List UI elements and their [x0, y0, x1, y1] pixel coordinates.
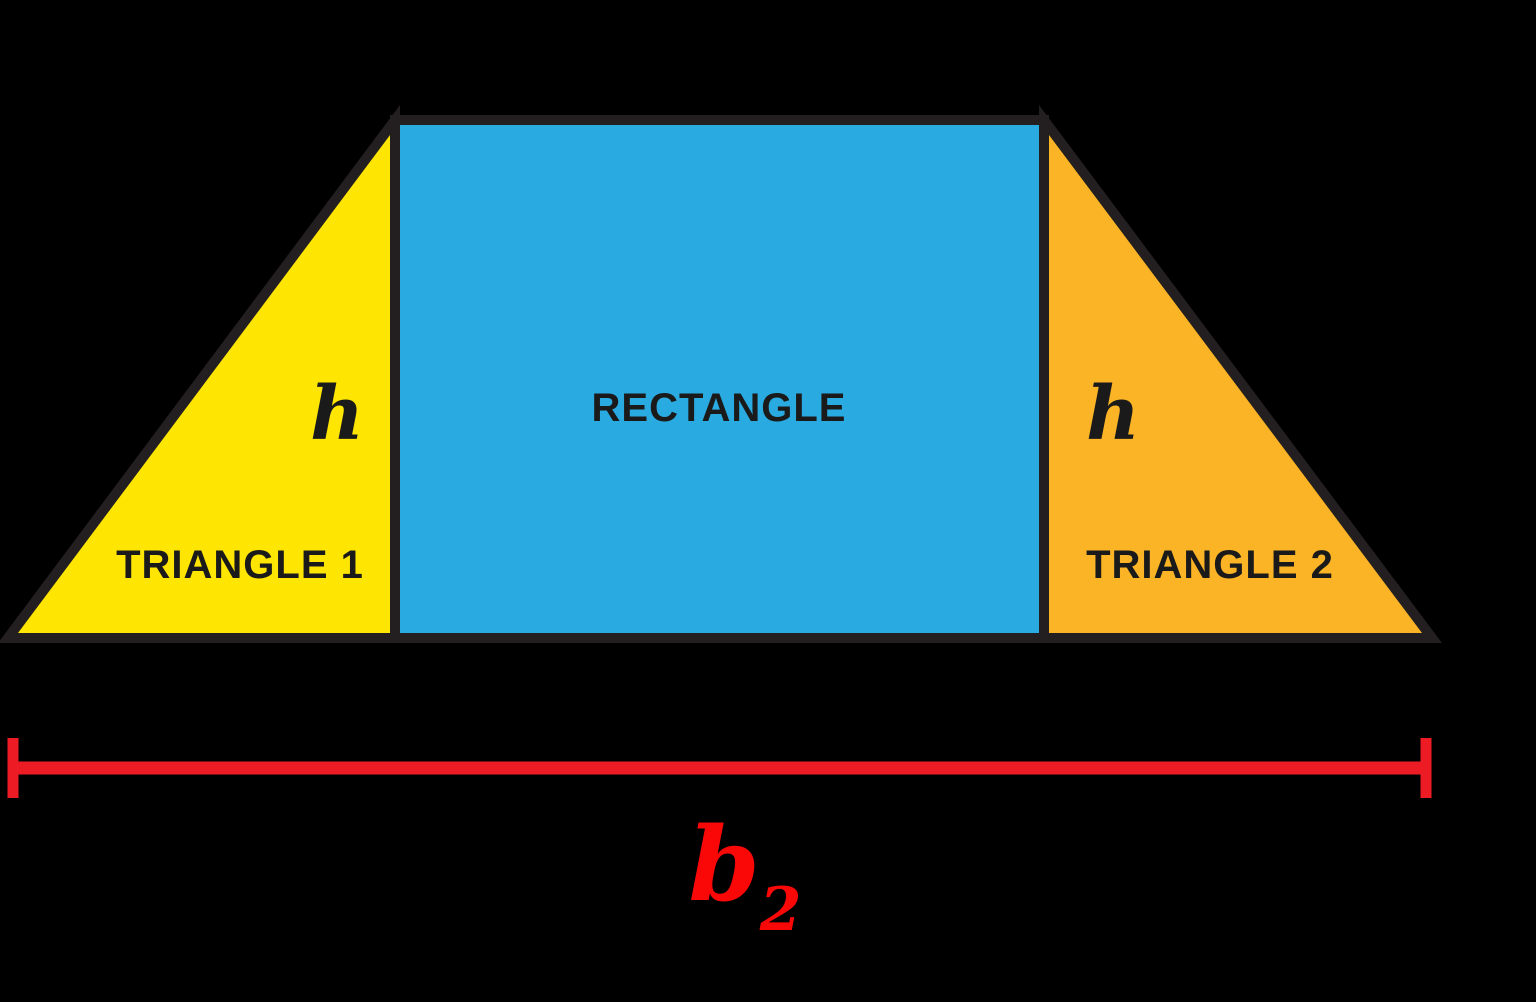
- base-2-letter: b: [688, 805, 760, 925]
- height-label-right: h: [1086, 371, 1140, 457]
- triangle-2-label: TRIANGLE 2: [1086, 543, 1334, 587]
- height-label-left: h: [310, 371, 364, 457]
- base-2-subscript: 2: [759, 875, 802, 945]
- base-2-label: b2: [688, 814, 801, 940]
- triangle-1-label: TRIANGLE 1: [116, 543, 364, 587]
- rectangle-label: RECTANGLE: [591, 386, 847, 430]
- rectangle-shape: [390, 115, 1049, 643]
